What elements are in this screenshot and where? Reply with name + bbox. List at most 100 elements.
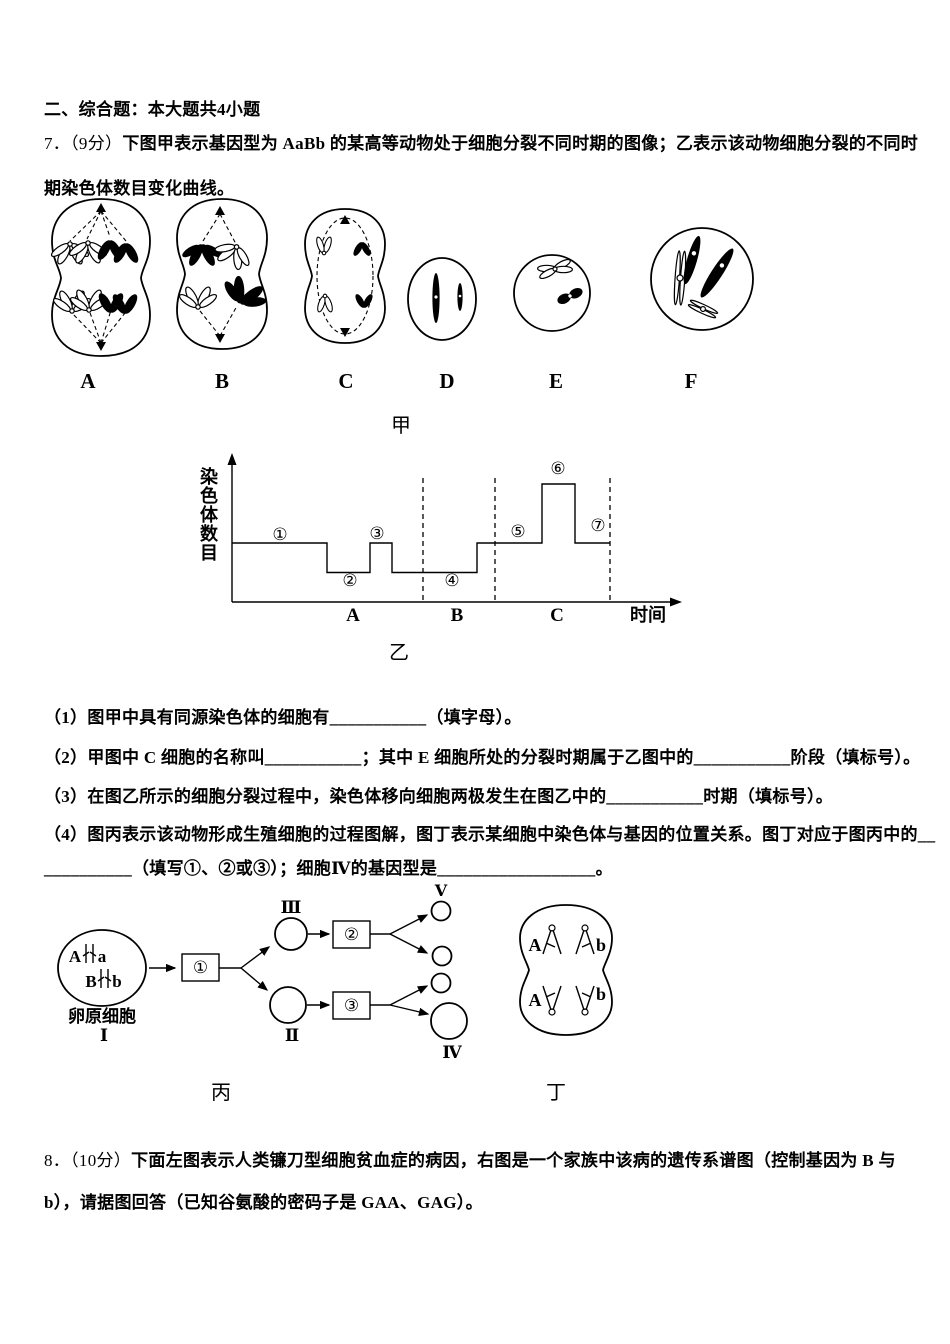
phase-label-A: A — [346, 605, 360, 626]
segment-label-2: ② — [342, 571, 357, 591]
cell-E — [513, 254, 591, 332]
gene-label: A — [529, 990, 542, 1010]
cell-label-C: C — [338, 369, 353, 393]
chromosome — [700, 248, 734, 298]
cell-B — [176, 198, 275, 350]
cell-numeral-II: Ⅱ — [285, 1026, 299, 1045]
cell-numeral-I: Ⅰ — [100, 1026, 108, 1045]
chromosome — [683, 235, 701, 285]
oogonium-label: 卵原细胞 — [68, 1006, 136, 1026]
gene-label: b — [596, 984, 606, 1004]
q7-sub2: （2）甲图中 C 细胞的名称叫___________；其中 E 细胞所处的分裂时… — [44, 748, 921, 767]
gene-label: B — [85, 972, 96, 991]
spindle-pole-icon — [96, 203, 106, 212]
q8-number: 8．（10分） — [44, 1151, 132, 1170]
flow-arrow — [389, 914, 429, 935]
oogonium-cell — [57, 929, 147, 1007]
gene-label: b — [112, 972, 121, 991]
process-box-3-label: ③ — [344, 996, 359, 1016]
q8-stem-line2: b），请据图回答（已知谷氨酸的密码子是 GAA、GAG）。 — [44, 1193, 483, 1212]
q7-stem-line2: 期染色体数目变化曲线。 — [44, 179, 235, 198]
segment-label-6: ⑥ — [550, 459, 565, 479]
cell-label-D: D — [439, 369, 454, 393]
chromosome — [557, 287, 583, 305]
figure-yi-chart: ① ② ③ ④ ⑤ ⑥ ⑦ A B C 时间 — [227, 453, 682, 626]
chromosome — [542, 924, 562, 955]
polar-body-cell — [431, 945, 453, 967]
flow-arrow — [389, 1004, 430, 1016]
chromosome — [687, 299, 719, 319]
y-axis-arrow-icon — [227, 453, 237, 465]
figure-jia-caption: 甲 — [391, 415, 411, 437]
x-axis-label: 时间 — [630, 605, 666, 625]
centromere-tick — [82, 951, 90, 957]
chromosome — [575, 985, 595, 1016]
cell-D — [407, 257, 477, 341]
cell-F — [650, 227, 754, 331]
cell-V — [430, 900, 452, 922]
figure-bing-caption: 丙 — [211, 1082, 231, 1104]
q7-sub1: （1）图甲中具有同源染色体的细胞有___________（填字母）。 — [44, 708, 522, 727]
section-header: 二、综合题：本大题共4小题 — [44, 100, 261, 119]
spindle-pole-icon — [340, 328, 350, 337]
figure-jia-cells: A B C D E F — [49, 198, 754, 393]
cell-III — [274, 917, 308, 951]
chromosome — [575, 924, 595, 955]
centromere-tick — [89, 951, 97, 957]
gene-label: A — [69, 947, 82, 966]
figure-bing-flow: A a B b 卵原细胞 Ⅰ ① Ⅲ Ⅱ ② Ⅴ ③ — [57, 883, 468, 1062]
centromere-tick — [97, 976, 105, 982]
segment-label-5: ⑤ — [510, 522, 525, 542]
cell-numeral-V: Ⅴ — [434, 883, 448, 900]
centromere-tick — [104, 976, 112, 982]
cell-label-F: F — [685, 369, 698, 393]
chromosome — [673, 250, 687, 306]
process-box-3 — [332, 991, 371, 1020]
cell-numeral-III: Ⅲ — [281, 898, 302, 917]
figure-ding-caption: 丁 — [546, 1082, 566, 1104]
segment-label-7: ⑦ — [590, 516, 605, 536]
chromosome — [537, 258, 573, 280]
phase-label-C: C — [550, 605, 564, 626]
gene-label: A — [529, 935, 542, 955]
spindle-pole-icon — [340, 215, 350, 224]
spindle-pole-icon — [215, 206, 225, 215]
q7-sub3: （3）在图乙所示的细胞分裂过程中，染色体移向细胞两极发生在图乙中的_______… — [44, 787, 834, 806]
gene-label: a — [98, 947, 107, 966]
cell-A — [49, 198, 151, 357]
process-box-2-label: ② — [344, 925, 359, 945]
cell-numeral-IV: Ⅳ — [442, 1043, 462, 1062]
flow-arrow — [240, 946, 271, 969]
flow-arrow — [389, 985, 429, 1006]
process-box-1-label: ① — [193, 958, 208, 978]
flow-arrow — [240, 967, 269, 991]
cell-IV — [430, 1002, 468, 1040]
segment-label-1: ① — [272, 525, 287, 545]
q8-stem-line1: 8．（10分）下面左图表示人类镰刀型细胞贫血症的病因，右图是一个家族中该病的遗传… — [44, 1146, 896, 1171]
figure-ding-cell: A b A b — [519, 904, 613, 1036]
q7-number: 7．（9分） — [44, 134, 123, 153]
flow-arrow — [389, 933, 429, 954]
gene-label: b — [596, 935, 606, 955]
cell-label-B: B — [215, 369, 229, 393]
spindle-pole-icon — [96, 342, 106, 351]
segment-label-4: ④ — [444, 571, 459, 591]
segment-label-3: ③ — [369, 524, 384, 544]
chromosome — [542, 985, 562, 1016]
y-axis-label: 染色体数目 — [198, 467, 218, 562]
q7-stem-line1: 7．（9分）下图甲表示基因型为 AaBb 的某高等动物处于细胞分裂不同时期的图像… — [44, 129, 918, 154]
q7-sub4-line1: （4）图丙表示该动物形成生殖细胞的过程图解，图丁表示某细胞中染色体与基因的位置关… — [44, 825, 936, 844]
q8-stem-text1: 下面左图表示人类镰刀型细胞贫血症的病因，右图是一个家族中该病的遗传系谱图（控制基… — [131, 1151, 896, 1170]
cell-C — [304, 208, 386, 344]
phase-label-B: B — [451, 605, 464, 626]
x-axis-arrow-icon — [670, 597, 682, 607]
q7-stem-text1: 下图甲表示基因型为 AaBb 的某高等动物处于细胞分裂不同时期的图像；乙表示该动… — [122, 134, 919, 153]
chromosome-count-step-line — [232, 483, 610, 574]
cell-label-A: A — [80, 369, 96, 393]
q7-sub4-line2: __________（填写①、②或③）；细胞Ⅳ的基因型是____________… — [44, 859, 613, 878]
polar-body-cell — [430, 972, 452, 994]
spindle-pole-icon — [215, 334, 225, 343]
cell-II — [269, 986, 307, 1024]
process-box-1 — [181, 953, 220, 982]
